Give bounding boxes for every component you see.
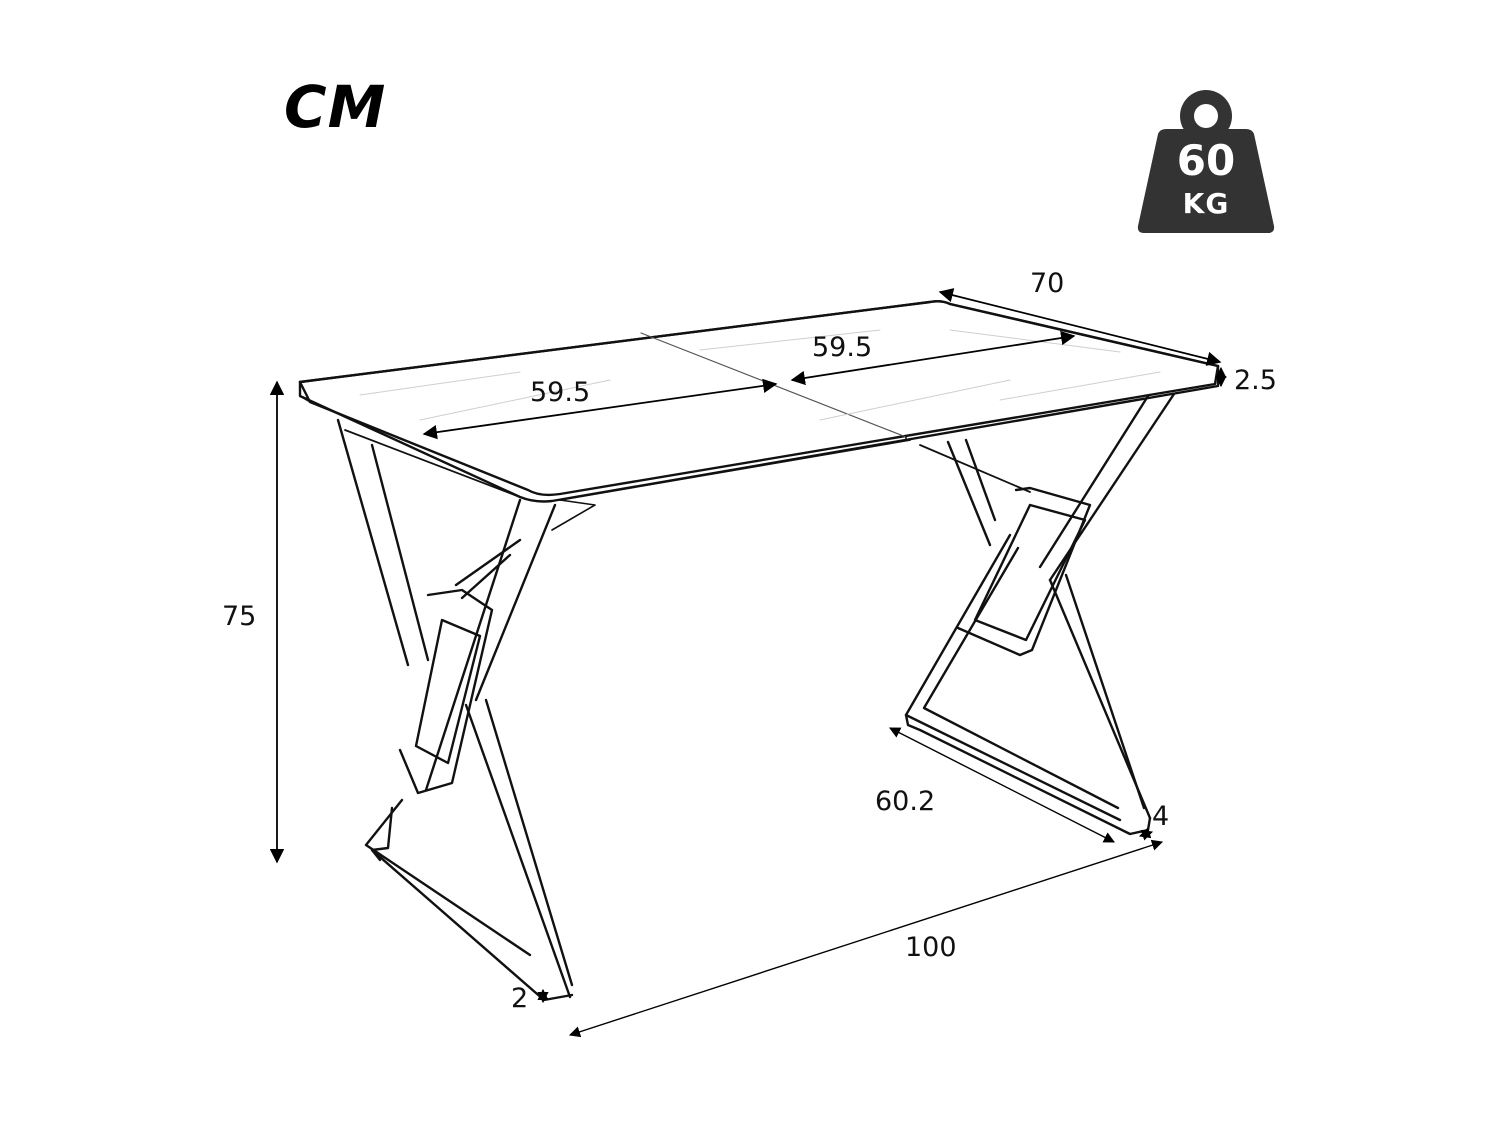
dim-length-label: 100 — [905, 932, 957, 963]
unit-title: CM — [284, 73, 387, 141]
right-leg — [904, 392, 1176, 836]
dim-line-length — [568, 839, 1164, 1038]
left-leg — [336, 418, 596, 1002]
dim-leg-depth-label: 60.2 — [875, 786, 936, 817]
load-capacity-badge: 60 KG — [1136, 86, 1276, 236]
dim-line-leg-depth — [889, 727, 1115, 843]
dim-line-leg-width — [1138, 827, 1154, 841]
weight-icon — [1137, 90, 1275, 233]
load-capacity-value: 60 — [1176, 136, 1236, 185]
dim-depth-label: 70 — [1030, 268, 1065, 299]
dim-height-label: 75 — [222, 601, 257, 632]
dim-foot-label: 2 — [511, 983, 529, 1014]
table-top — [298, 300, 1220, 503]
dim-line-panel-left — [422, 378, 778, 440]
dim-leg-width-label: 4 — [1152, 801, 1170, 832]
load-capacity-unit: KG — [1182, 187, 1230, 220]
dim-panel-left-label: 59.5 — [530, 377, 591, 408]
dim-line-depth — [938, 288, 1222, 366]
dim-thickness-label: 2.5 — [1234, 365, 1277, 396]
dim-panel-right-label: 59.5 — [812, 332, 873, 363]
dim-line-panel-right — [790, 330, 1076, 386]
